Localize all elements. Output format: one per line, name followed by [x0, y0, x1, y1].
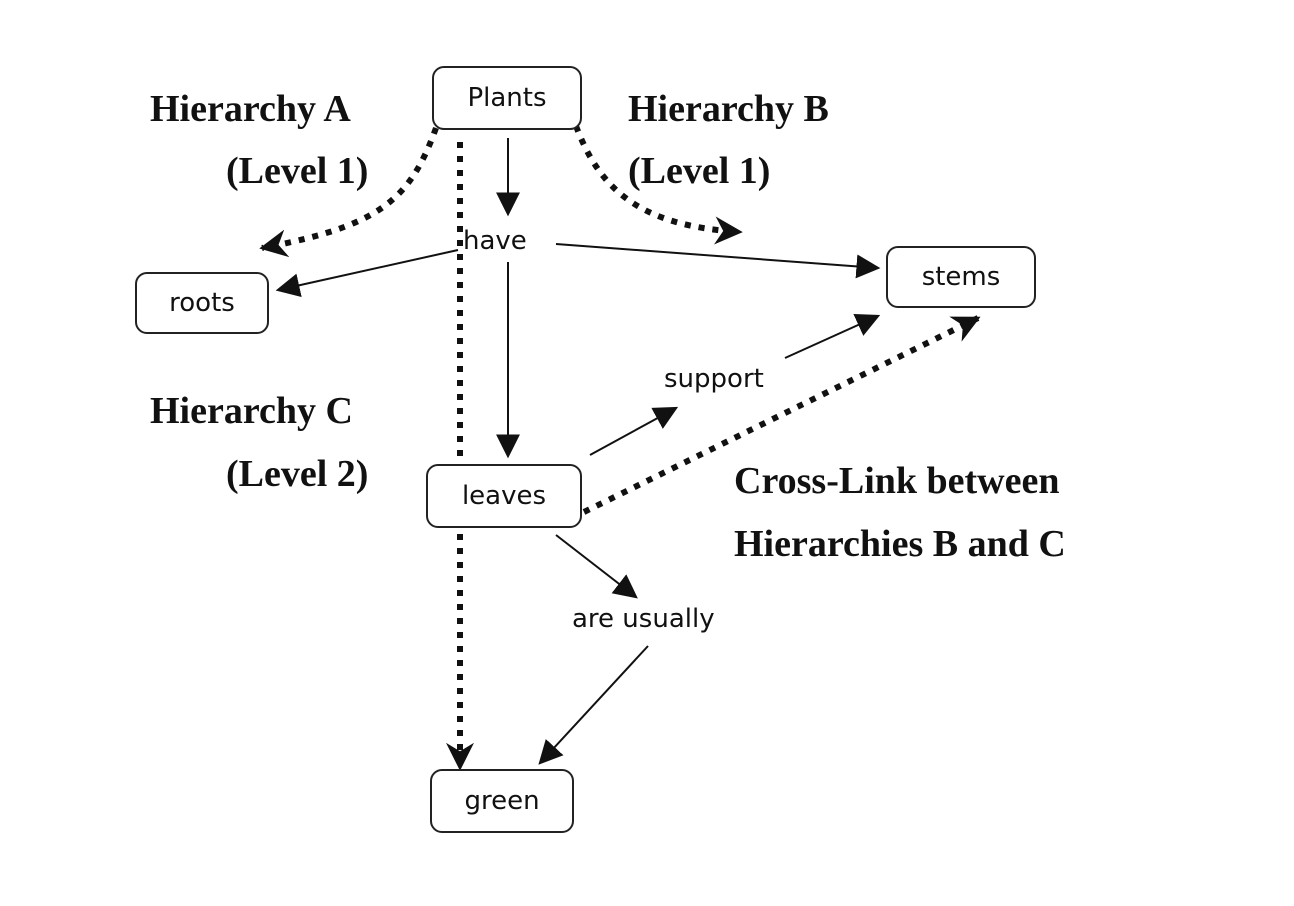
annotation-crosslink-line2: Hierarchies B and C	[734, 523, 1066, 565]
annotation-hierarchy-c-level: (Level 2)	[226, 453, 369, 495]
link-label-support: support	[664, 364, 764, 394]
edge-support-stems	[784, 313, 881, 359]
annotation-hierarchy-b-title: Hierarchy B	[628, 88, 829, 130]
annotation-hierarchy-a-level: (Level 1)	[226, 150, 369, 192]
node-leaves: leaves	[426, 464, 582, 528]
link-label-are-usually: are usually	[572, 604, 715, 634]
node-plants-label: Plants	[467, 83, 547, 113]
dotted-hierarchy-a	[259, 126, 439, 258]
annotation-hierarchy-c-title: Hierarchy C	[150, 390, 353, 432]
edge-have-roots	[275, 249, 459, 298]
node-plants: Plants	[432, 66, 582, 130]
edge-leaves-are-usually	[555, 534, 638, 599]
edge-leaves-support	[589, 406, 679, 456]
node-green-label: green	[464, 786, 540, 816]
node-stems-label: stems	[921, 262, 1001, 292]
dotted-cross-link	[582, 315, 981, 515]
annotation-hierarchy-b-level: (Level 1)	[628, 150, 771, 192]
link-label-have: have	[463, 226, 527, 256]
annotation-crosslink-line1: Cross-Link between	[734, 460, 1060, 502]
edge-have-stems	[555, 243, 881, 279]
node-stems: stems	[886, 246, 1036, 308]
node-roots: roots	[135, 272, 269, 334]
node-leaves-label: leaves	[461, 481, 547, 511]
annotation-hierarchy-a-title: Hierarchy A	[150, 88, 351, 130]
node-roots-label: roots	[169, 288, 235, 318]
edge-are-usually-green	[538, 645, 649, 765]
node-green: green	[430, 769, 574, 833]
